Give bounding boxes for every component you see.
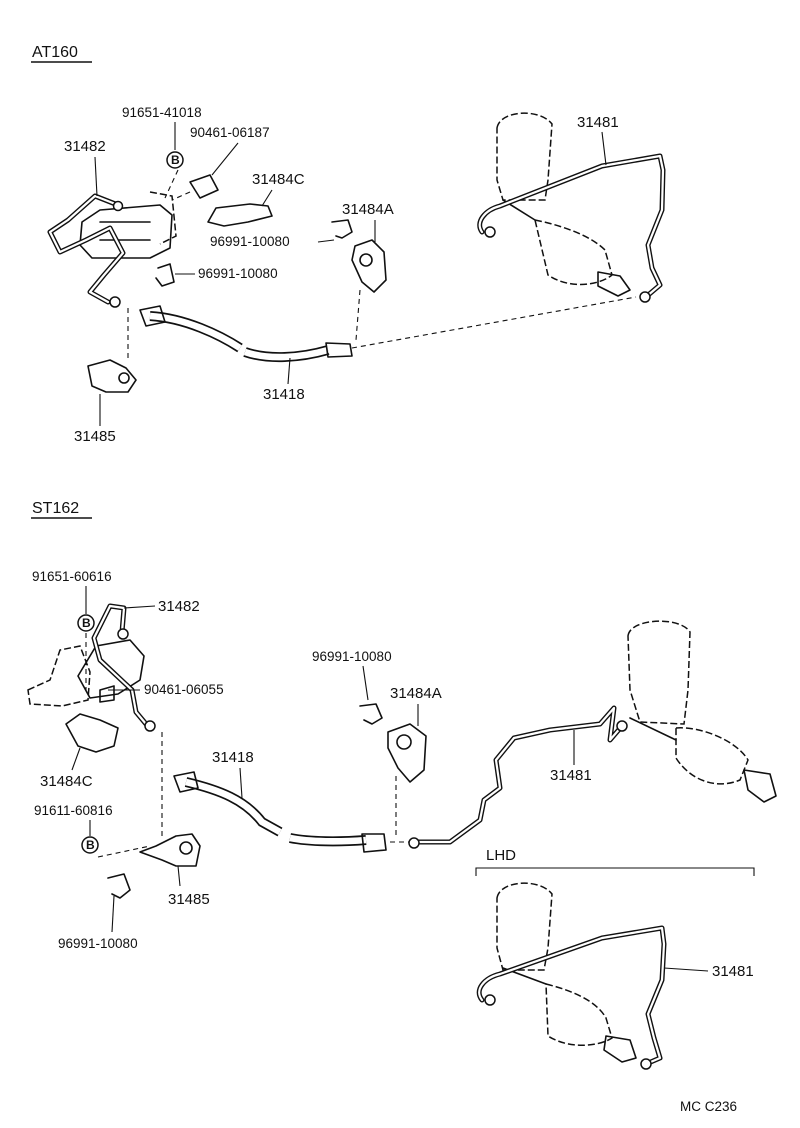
leader-31418-top <box>287 357 291 385</box>
bracket-31484A-top <box>351 239 387 293</box>
dash-91651-top <box>164 169 179 199</box>
label-31418-bottom: 31418 <box>212 749 254 766</box>
master-cylinder-bottom <box>627 620 777 803</box>
bracket-31484C-top <box>207 203 273 227</box>
leader-31481-lhd <box>663 967 709 972</box>
bracket-31484A-bottom <box>387 723 427 783</box>
clip-96991-bottom-a <box>107 873 131 899</box>
leader-31481-top <box>601 131 607 166</box>
leader-31482-top <box>94 156 98 197</box>
svg-text:B: B <box>86 838 95 852</box>
lhd-bracket <box>475 867 755 876</box>
leader-96991-bottom-a <box>111 895 115 933</box>
label-31481-lhd: 31481 <box>712 963 754 980</box>
flex-hose-31418-bottom <box>173 771 387 853</box>
leader-31484C-top <box>261 189 273 207</box>
diagram-code: MC C236 <box>680 1099 737 1114</box>
leader-96991-bottom-b <box>362 665 369 701</box>
clip-96991-top-a <box>331 219 353 239</box>
leader-31418-bottom <box>239 767 243 799</box>
clutch-line-pipe-31481-bottom <box>408 705 628 849</box>
label-91611-60816: 91611-60816 <box>34 803 113 818</box>
clip-96991-bottom-b <box>359 703 383 725</box>
label-lhd: LHD <box>486 847 516 864</box>
leader-31484C-bottom <box>71 747 81 771</box>
bracket-31484A-top-hole <box>359 253 373 267</box>
plate-90461-top <box>189 174 219 199</box>
bracket-31485-bottom <box>139 833 201 867</box>
label-31481-top: 31481 <box>577 114 619 131</box>
clutch-line-pipe-31481-top <box>477 153 666 303</box>
label-96991-10080-top-b: 96991-10080 <box>198 266 278 281</box>
bracket-31485-bottom-hole <box>179 841 193 855</box>
bracket-31485-top <box>87 359 137 393</box>
dash-bracket-a-top <box>355 289 361 341</box>
master-cylinder-lhd <box>496 882 637 1063</box>
label-31481-bottom: 31481 <box>550 767 592 784</box>
label-31484C-top: 31484C <box>252 171 305 188</box>
clutch-line-pipe-31481-lhd <box>476 925 667 1070</box>
clutch-pipe-31482-top <box>47 193 126 308</box>
leader-96991-top-a <box>317 239 335 243</box>
label-31482-bottom: 31482 <box>158 598 200 615</box>
clutch-pipe-31482-bottom <box>91 603 156 732</box>
label-31482-top: 31482 <box>64 138 106 155</box>
label-96991-10080-top-a: 96991-10080 <box>210 234 290 249</box>
label-31418-top: 31418 <box>263 386 305 403</box>
svg-text:B: B <box>82 616 91 630</box>
label-90461-06187: 90461-06187 <box>190 125 270 140</box>
label-91651-41018: 91651-41018 <box>122 105 202 120</box>
bracket-31484C-bottom <box>65 713 119 753</box>
bolt-badge-b-bottom-a: B <box>77 614 95 632</box>
label-31485-bottom: 31485 <box>168 891 210 908</box>
bracket-31484A-bottom-hole <box>396 734 412 750</box>
dash-hose-to-master-top <box>351 296 637 349</box>
dash-90461-top <box>171 191 191 201</box>
section-title-st162: ST162 <box>32 500 79 517</box>
label-96991-10080-bottom-a: 96991-10080 <box>58 936 138 951</box>
flex-hose-31418-top <box>139 305 353 363</box>
label-91651-60616: 91651-60616 <box>32 569 112 584</box>
release-cylinder-bottom <box>27 639 145 707</box>
svg-text:B: B <box>171 153 180 167</box>
leader-31485-bottom <box>177 865 181 887</box>
label-90461-06055: 90461-06055 <box>144 682 224 697</box>
section-title-at160: AT160 <box>32 44 78 61</box>
label-31484C-bottom: 31484C <box>40 773 93 790</box>
bolt-badge-b-bottom-b: B <box>81 836 99 854</box>
leader-31482-bottom <box>123 605 156 609</box>
label-96991-10080-bottom-b: 96991-10080 <box>312 649 392 664</box>
label-31485-top: 31485 <box>74 428 116 445</box>
label-31484A-top: 31484A <box>342 201 394 218</box>
release-cylinder-top <box>79 191 177 259</box>
bracket-31485-top-hole <box>118 372 130 384</box>
clip-96991-top-b <box>155 263 175 287</box>
label-31484A-bottom: 31484A <box>390 685 442 702</box>
bolt-badge-b-top: B <box>166 151 184 169</box>
master-cylinder-top <box>496 112 631 297</box>
leader-90461-06187 <box>211 142 239 176</box>
